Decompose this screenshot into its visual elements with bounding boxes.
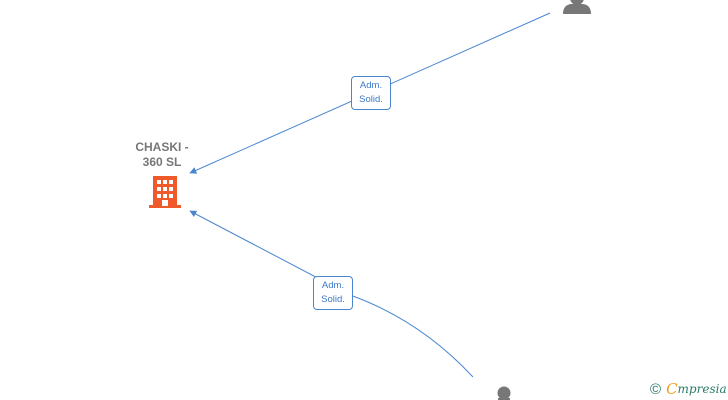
person-icon[interactable] — [563, 0, 591, 14]
person-icon[interactable] — [497, 386, 511, 400]
relation-label-line1: Adm. — [359, 80, 383, 91]
watermark: © C mpresia — [650, 380, 727, 398]
brand-initial: C — [666, 380, 678, 398]
copyright-symbol: © — [650, 380, 662, 398]
relation-label-line2: Solid. — [321, 294, 345, 305]
relation-label[interactable]: Adm. Solid. — [351, 76, 391, 110]
building-icon[interactable] — [149, 176, 181, 208]
brand-name: mpresia — [677, 382, 727, 396]
relation-label-line2: Solid. — [359, 94, 383, 105]
edge-bottom-to-company — [189, 210, 474, 378]
relation-label[interactable]: Adm. Solid. — [313, 276, 353, 310]
company-name[interactable]: CHASKI - 360 SL — [135, 140, 189, 169]
relation-label-line1: Adm. — [321, 280, 345, 291]
